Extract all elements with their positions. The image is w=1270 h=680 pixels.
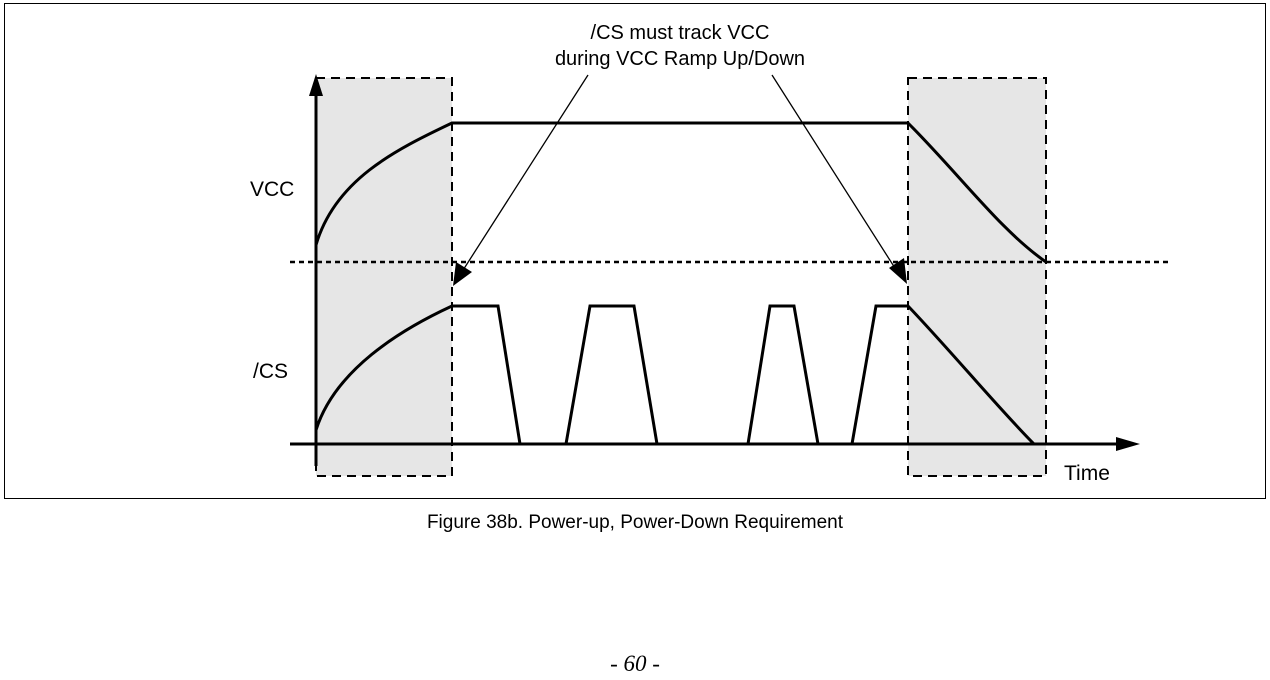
figure-frame [4, 3, 1266, 499]
time-axis-arrowhead [1116, 437, 1140, 451]
annotation-arrow-right [771, 74, 901, 277]
power-down-region [907, 77, 1047, 477]
vcc-waveform [314, 121, 1047, 264]
vcc-label: VCC [250, 178, 294, 201]
annotation-arrowhead-left [453, 262, 472, 286]
cs-waveform [314, 304, 1036, 446]
power-up-region [315, 77, 453, 477]
annotation-line1: /CS must track VCC [591, 22, 770, 44]
annotation-arrowhead-right [889, 258, 907, 284]
time-label: Time [1064, 462, 1110, 485]
page-number: - 60 - [610, 651, 660, 676]
figure-caption: Figure 38b. Power-up, Power-Down Require… [426, 512, 844, 533]
cs-label: /CS [253, 360, 288, 383]
power-sequence-diagram: /CS must track VCC during VCC Ramp Up/Do… [250, 22, 1168, 485]
y-axis-arrowhead [309, 74, 323, 96]
annotation-arrow-left [457, 74, 589, 279]
annotation-line2: during VCC Ramp Up/Down [555, 48, 805, 70]
